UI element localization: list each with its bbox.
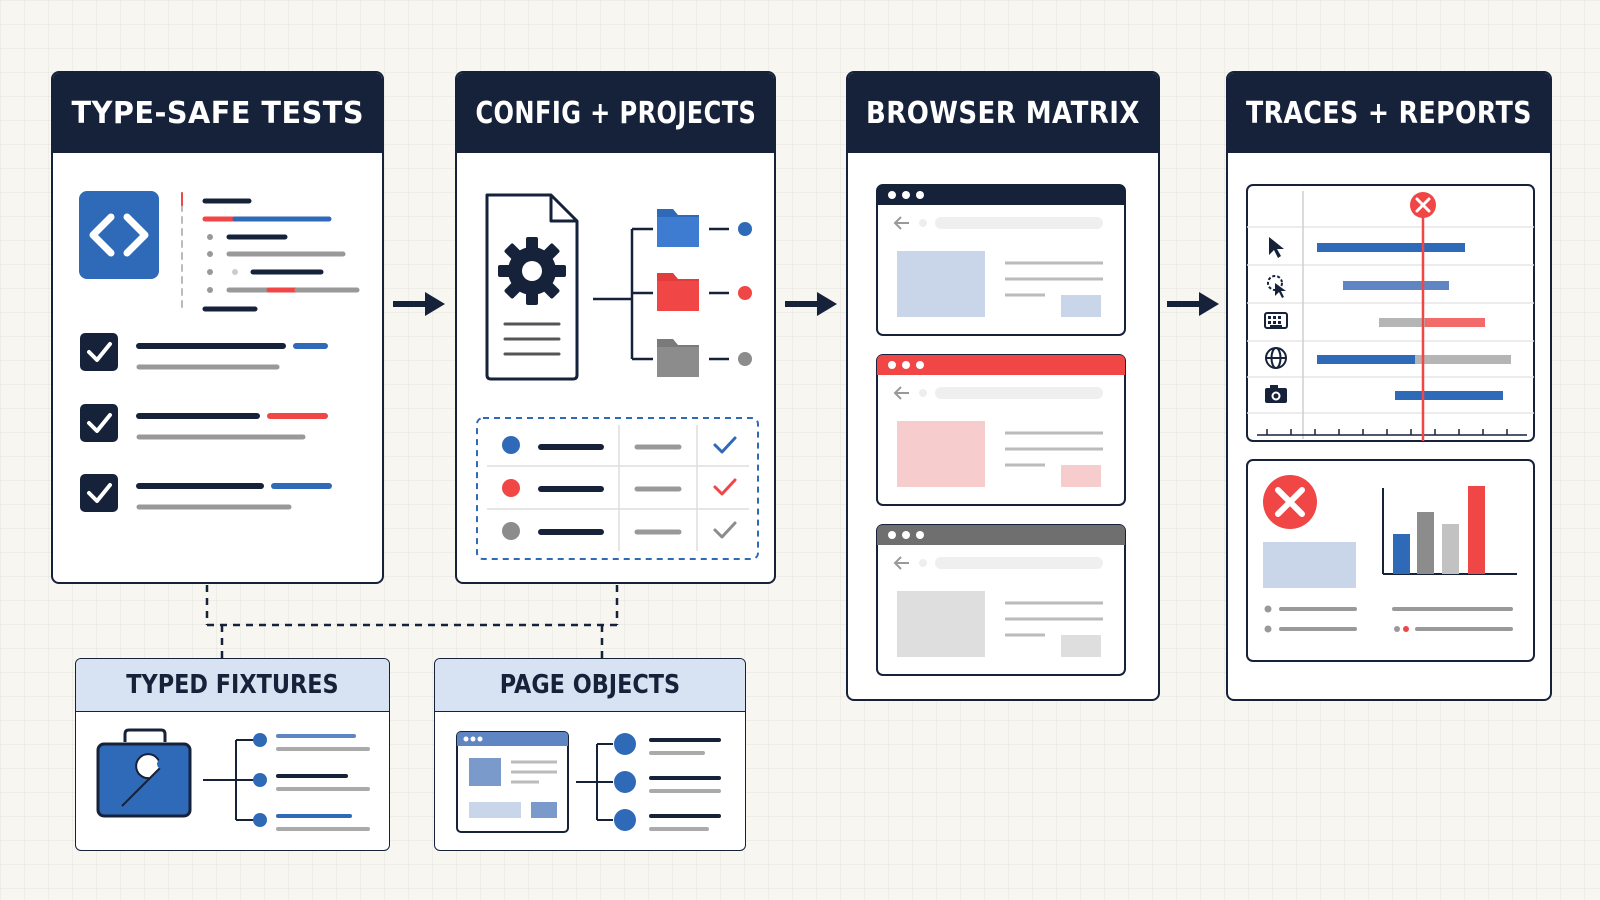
folder-icon xyxy=(657,339,699,377)
click-icon xyxy=(1267,275,1286,298)
project-dot xyxy=(738,222,752,236)
trace-timeline xyxy=(1246,184,1535,442)
panel-type-safe-tests: TYPE-SAFE TESTS xyxy=(51,71,384,584)
code-lines xyxy=(181,192,360,312)
browser-window-icon xyxy=(876,184,1126,336)
browser-window-icon xyxy=(876,354,1126,506)
error-x-icon xyxy=(1263,475,1317,529)
sub-panel-title: TYPED FIXTURES xyxy=(76,659,389,712)
test-report xyxy=(1246,459,1535,662)
folder-icon xyxy=(657,209,699,247)
back-arrow-icon xyxy=(893,386,909,400)
page-objects-illustration xyxy=(456,731,721,833)
panel-page-objects: PAGE OBJECTS xyxy=(434,658,746,851)
panel-config-projects: CONFIG + PROJECTS xyxy=(455,71,776,584)
folder-icon xyxy=(657,273,699,311)
camera-icon xyxy=(1265,385,1287,403)
config-projects-illustration xyxy=(476,193,759,560)
flow-arrow-3 xyxy=(1167,292,1219,316)
sub-panel-title: PAGE OBJECTS xyxy=(435,659,745,712)
typed-fixtures-illustration xyxy=(96,728,370,831)
checkbox-checked-icon xyxy=(80,404,118,442)
checkbox-checked-icon xyxy=(80,333,118,371)
toolbox-wrench-icon xyxy=(96,728,192,818)
panel-title: CONFIG + PROJECTS xyxy=(457,73,774,153)
cursor-arrow-icon xyxy=(1269,237,1284,258)
project-matrix xyxy=(476,417,759,560)
report-bar-chart xyxy=(1382,486,1517,575)
type-safe-tests-illustration xyxy=(79,191,360,512)
browser-matrix-illustration xyxy=(876,184,1126,676)
panel-title: TYPE-SAFE TESTS xyxy=(53,73,382,153)
checkmark-icon xyxy=(713,478,737,496)
keyboard-icon xyxy=(1264,312,1288,329)
code-brackets-icon xyxy=(79,191,159,279)
checkmark-icon xyxy=(713,521,737,539)
error-x-icon xyxy=(1410,192,1436,218)
browser-window-icon xyxy=(456,731,569,833)
settings-document-icon xyxy=(485,193,579,381)
flow-arrow-1 xyxy=(393,292,445,316)
globe-icon xyxy=(1265,347,1287,369)
flow-arrow-2 xyxy=(785,292,837,316)
project-tree xyxy=(593,227,729,361)
panel-title: TRACES + REPORTS xyxy=(1228,73,1550,153)
checkbox-checked-icon xyxy=(80,474,118,512)
traces-reports-illustration xyxy=(1246,184,1535,662)
browser-window-icon xyxy=(876,524,1126,676)
project-dot xyxy=(738,352,752,366)
panel-title: BROWSER MATRIX xyxy=(848,73,1158,153)
panel-typed-fixtures: TYPED FIXTURES xyxy=(75,658,390,851)
back-arrow-icon xyxy=(893,556,909,570)
test-checklist xyxy=(80,333,332,512)
checkmark-icon xyxy=(713,436,737,454)
panel-traces-reports: TRACES + REPORTS xyxy=(1226,71,1552,701)
back-arrow-icon xyxy=(893,216,909,230)
panel-browser-matrix: BROWSER MATRIX xyxy=(846,71,1160,701)
project-dot xyxy=(738,286,752,300)
